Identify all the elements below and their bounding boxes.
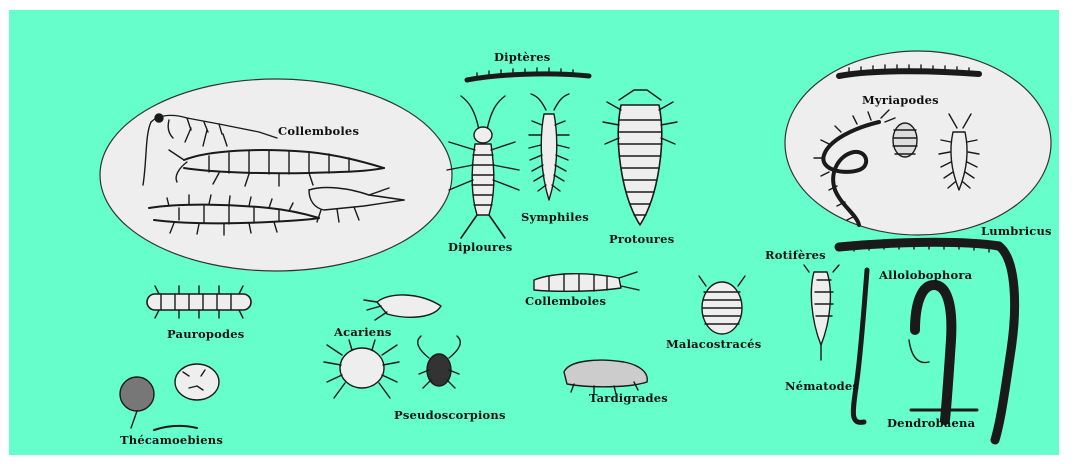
label-protoures: Protoures	[609, 232, 674, 246]
label-symphiles: Symphiles	[521, 210, 589, 224]
soil-fauna-illustration	[9, 10, 1059, 455]
label-malacostraces: Malacostracés	[666, 337, 761, 351]
diplura-drawing	[447, 96, 519, 238]
label-tardigrades: Tardigrades	[589, 391, 668, 405]
diptera-larva-drawing	[467, 68, 589, 80]
label-pseudoscorpions: Pseudoscorpions	[394, 408, 506, 422]
label-collemboles: Collemboles	[525, 294, 606, 308]
label-myriapodes: Myriapodes	[862, 93, 939, 107]
acari-elongate-drawing	[364, 295, 441, 320]
acari-round-drawing	[324, 340, 399, 398]
tardigrade-drawing	[564, 360, 647, 394]
nematoda-drawing	[853, 270, 867, 422]
protura-drawing	[603, 90, 677, 225]
label-nematodes: Nématodes	[785, 379, 859, 393]
label-allolobophora: Allolobophora	[879, 268, 972, 282]
label-thecamoebiens: Thécamoebiens	[120, 433, 223, 447]
symphyla-drawing	[529, 94, 569, 200]
rotifera-drawing	[804, 265, 839, 360]
isopod-small-drawing	[893, 123, 917, 157]
myriapoda-group-ellipse	[785, 51, 1051, 235]
label-pauropodes: Pauropodes	[167, 327, 244, 341]
label-dipteres: Diptères	[494, 50, 550, 64]
allolobophora-drawing	[909, 285, 951, 420]
pauropoda-drawing	[147, 286, 251, 318]
label-diploures: Diploures	[448, 240, 512, 254]
label-rotiferes: Rotifères	[765, 248, 826, 262]
malacostraca-drawing	[699, 276, 745, 334]
collembola-group-ellipse	[100, 79, 452, 271]
collembola-small-drawing	[534, 272, 639, 291]
pseudoscorpion-drawing	[418, 336, 461, 388]
diagram-panel: Collemboles Diptères Myriapodes Symphile…	[9, 10, 1059, 455]
thecamoebian-drawing	[120, 364, 219, 430]
label-lumbricus: Lumbricus	[981, 224, 1052, 238]
label-acariens: Acariens	[334, 325, 392, 339]
label-collemboles-group: Collemboles	[278, 124, 359, 138]
label-dendrobaena: Dendrobaena	[887, 416, 975, 430]
